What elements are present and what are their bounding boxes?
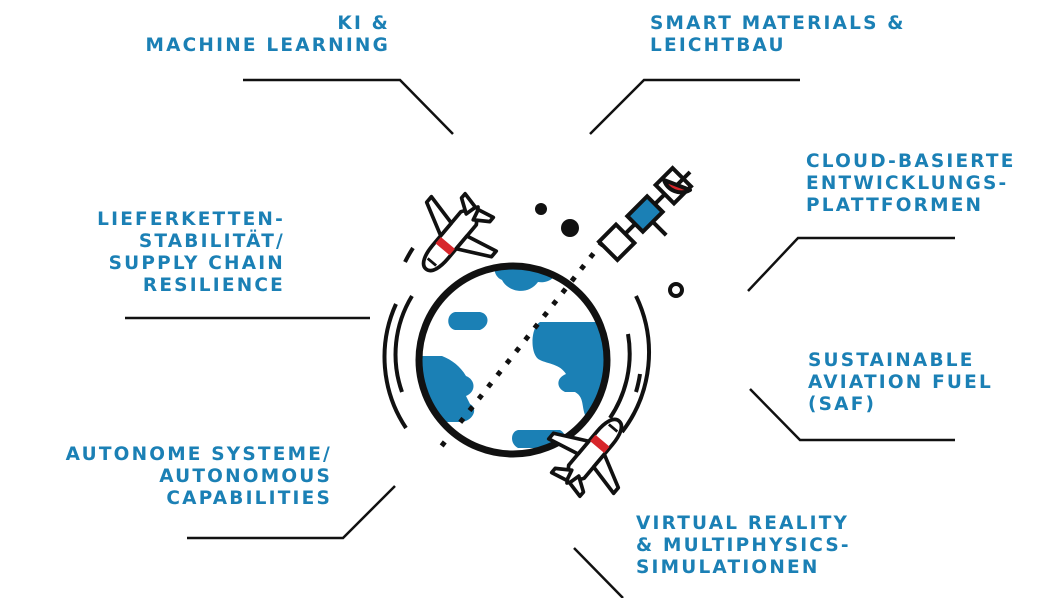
- connector-smart: [589, 78, 800, 135]
- ring-dot: [668, 282, 684, 298]
- satellite-dish-icon: [662, 170, 692, 195]
- label-line: PLATTFORMEN: [806, 195, 984, 216]
- label-line: SIMULATIONEN: [636, 557, 820, 578]
- orbit-arc-left-inner: [393, 294, 414, 393]
- connector-cloud: [747, 236, 955, 292]
- label-smart-materials: SMART MATERIALS & LEICHTBAU: [650, 13, 906, 57]
- dot-small: [535, 203, 547, 215]
- label-line: LEICHTBAU: [650, 35, 786, 56]
- label-line: (SAF): [808, 394, 877, 415]
- orbit-arcs: [382, 246, 651, 434]
- connector-autonomous: [187, 485, 396, 540]
- label-autonomous: AUTONOME SYSTEME/ AUTONOMOUS CAPABILITIE…: [66, 444, 332, 510]
- orbit-arc-left-outer: [382, 303, 408, 430]
- label-line: AUTONOMOUS: [159, 466, 332, 487]
- label-line: SUPPLY CHAIN: [108, 253, 285, 274]
- label-cloud-platforms: CLOUD-BASIERTE ENTWICKLUNGS- PLATTFORMEN: [806, 151, 1016, 217]
- orbit-arc-left-top: [403, 246, 415, 263]
- label-ki-machine-learning: KI & MACHINE LEARNING: [146, 13, 390, 57]
- label-line: VIRTUAL REALITY: [636, 513, 850, 534]
- label-line: ENTWICKLUNGS-: [806, 173, 1009, 194]
- label-line: SUSTAINABLE: [808, 350, 975, 371]
- connector-saf: [749, 388, 955, 442]
- label-line: AUTONOME SYSTEME/: [65, 444, 332, 465]
- orbit-arc-right-inner: [608, 333, 632, 420]
- label-line: LIEFERKETTEN-: [97, 209, 285, 230]
- connector-lines: [125, 78, 955, 598]
- decorative-dots: [535, 203, 684, 298]
- label-line: & MULTIPHYSICS-: [636, 535, 851, 556]
- orbit-arc-right-outer: [620, 295, 651, 434]
- label-line: SMART MATERIALS &: [650, 13, 906, 34]
- label-line: MACHINE LEARNING: [145, 35, 390, 56]
- label-line: CLOUD-BASIERTE: [806, 151, 1016, 172]
- label-line: CAPABILITIES: [166, 488, 332, 509]
- satellite-icon: [596, 165, 694, 263]
- label-line: KI &: [337, 13, 390, 34]
- label-line: STABILITÄT/: [138, 231, 285, 252]
- connector-vr: [573, 547, 624, 598]
- label-line: RESILIENCE: [142, 275, 285, 296]
- dot-large: [561, 219, 579, 237]
- orbit-arc-right-small: [634, 373, 642, 393]
- globe-icon: [415, 262, 611, 458]
- flight-path: [438, 228, 614, 450]
- label-supply-chain: LIEFERKETTEN- STABILITÄT/ SUPPLY CHAIN R…: [97, 209, 285, 297]
- label-line: AVIATION FUEL: [808, 372, 993, 393]
- connector-ki: [243, 78, 454, 135]
- label-vr-simulation: VIRTUAL REALITY & MULTIPHYSICS- SIMULATI…: [636, 513, 851, 579]
- label-saf: SUSTAINABLE AVIATION FUEL (SAF): [808, 350, 993, 416]
